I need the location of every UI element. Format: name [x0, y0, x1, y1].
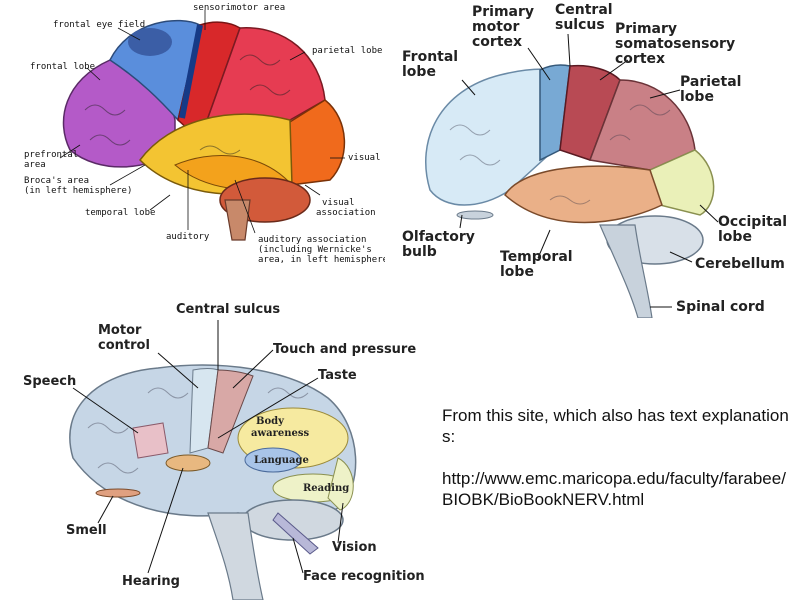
label-visual-association-line2: association	[316, 208, 376, 218]
label-central-sulcus-line1: Central	[555, 2, 613, 18]
label-speech: Speech	[23, 374, 77, 389]
label-auditory-association-line1: auditory association	[258, 235, 367, 245]
label-touch-and-pressure: Touch and pressure	[273, 342, 417, 357]
brain-illustration-2	[425, 33, 719, 318]
label-primary-motor-line1: Primary	[472, 4, 535, 20]
label-auditory-association-line2: (including Wernicke's	[258, 245, 372, 255]
label-reading: Reading	[303, 483, 350, 494]
label-primary-motor-line3: cortex	[472, 34, 523, 50]
label-olfactory-bulb-line2: bulb	[402, 244, 437, 260]
label-smell: Smell	[66, 523, 107, 538]
label-body-awareness-line1: Body	[256, 416, 284, 427]
label-taste: Taste	[318, 368, 357, 383]
label-central-sulcus-line2: sulcus	[555, 17, 605, 33]
label-brocas-area-line1: Broca's area	[24, 176, 90, 186]
source-note-text: From this site, which also has text expl…	[442, 406, 789, 446]
label-language: Language	[254, 455, 309, 466]
label-face-recognition: Face recognition	[303, 569, 425, 584]
brain-illustration-1	[59, 10, 346, 241]
brain-diagram-lobes: Primary motor cortex Central sulcus Prim…	[400, 0, 800, 318]
label-parietal-lobe: parietal lobe	[312, 46, 383, 56]
label-temporal-lobe-line1: Temporal	[500, 249, 573, 265]
label-hearing: Hearing	[122, 574, 180, 589]
label-temporal-lobe: temporal lobe	[85, 208, 156, 218]
label-prefrontal-line2: area	[24, 160, 46, 170]
brain-illustration-3	[69, 320, 357, 600]
label-motor-control-line2: control	[98, 338, 150, 353]
label-primary-somatosensory-line1: Primary	[615, 21, 678, 37]
label-central-sulcus: Central sulcus	[176, 302, 281, 317]
label-primary-motor-line2: motor	[472, 19, 520, 35]
label-temporal-lobe-line2: lobe	[500, 264, 534, 280]
label-visual-association-line1: visual	[322, 198, 355, 208]
brain-diagram-functional-areas: sensorimotor area frontal eye field pari…	[0, 0, 385, 275]
label-frontal-lobe-line2: lobe	[402, 64, 436, 80]
label-cerebellum: Cerebellum	[695, 256, 785, 272]
label-visual: visual	[348, 153, 381, 163]
label-occipital-lobe-line1: Occipital	[718, 214, 788, 230]
label-auditory: auditory	[166, 232, 210, 242]
label-motor-control-line1: Motor	[98, 323, 142, 338]
source-url-link[interactable]: http://www.emc.maricopa.edu/faculty/fara…	[442, 469, 786, 509]
label-primary-somatosensory-line3: cortex	[615, 51, 666, 67]
label-spinal-cord: Spinal cord	[676, 299, 765, 315]
label-auditory-association-line3: area, in left hemisphere)	[258, 255, 385, 265]
label-frontal-lobe-line1: Frontal	[402, 49, 459, 65]
source-note: From this site, which also has text expl…	[442, 405, 792, 531]
label-brocas-area-line2: (in left hemisphere)	[24, 186, 133, 196]
label-parietal-lobe-line2: lobe	[680, 89, 714, 105]
label-sensorimotor-area: sensorimotor area	[193, 3, 286, 13]
label-body-awareness-line2: awareness	[251, 428, 310, 439]
label-olfactory-bulb-line1: Olfactory	[402, 229, 475, 245]
label-prefrontal-line1: prefrontal	[24, 150, 79, 160]
label-vision: Vision	[332, 540, 377, 555]
label-occipital-lobe-line2: lobe	[718, 229, 752, 245]
label-frontal-lobe: frontal lobe	[30, 62, 96, 72]
label-primary-somatosensory-line2: somatosensory	[615, 36, 736, 52]
label-parietal-lobe-line1: Parietal	[680, 74, 742, 90]
brain-diagram-functions: Central sulcus Motor control Touch and p…	[18, 298, 438, 600]
label-frontal-eye-field: frontal eye field	[53, 20, 146, 30]
